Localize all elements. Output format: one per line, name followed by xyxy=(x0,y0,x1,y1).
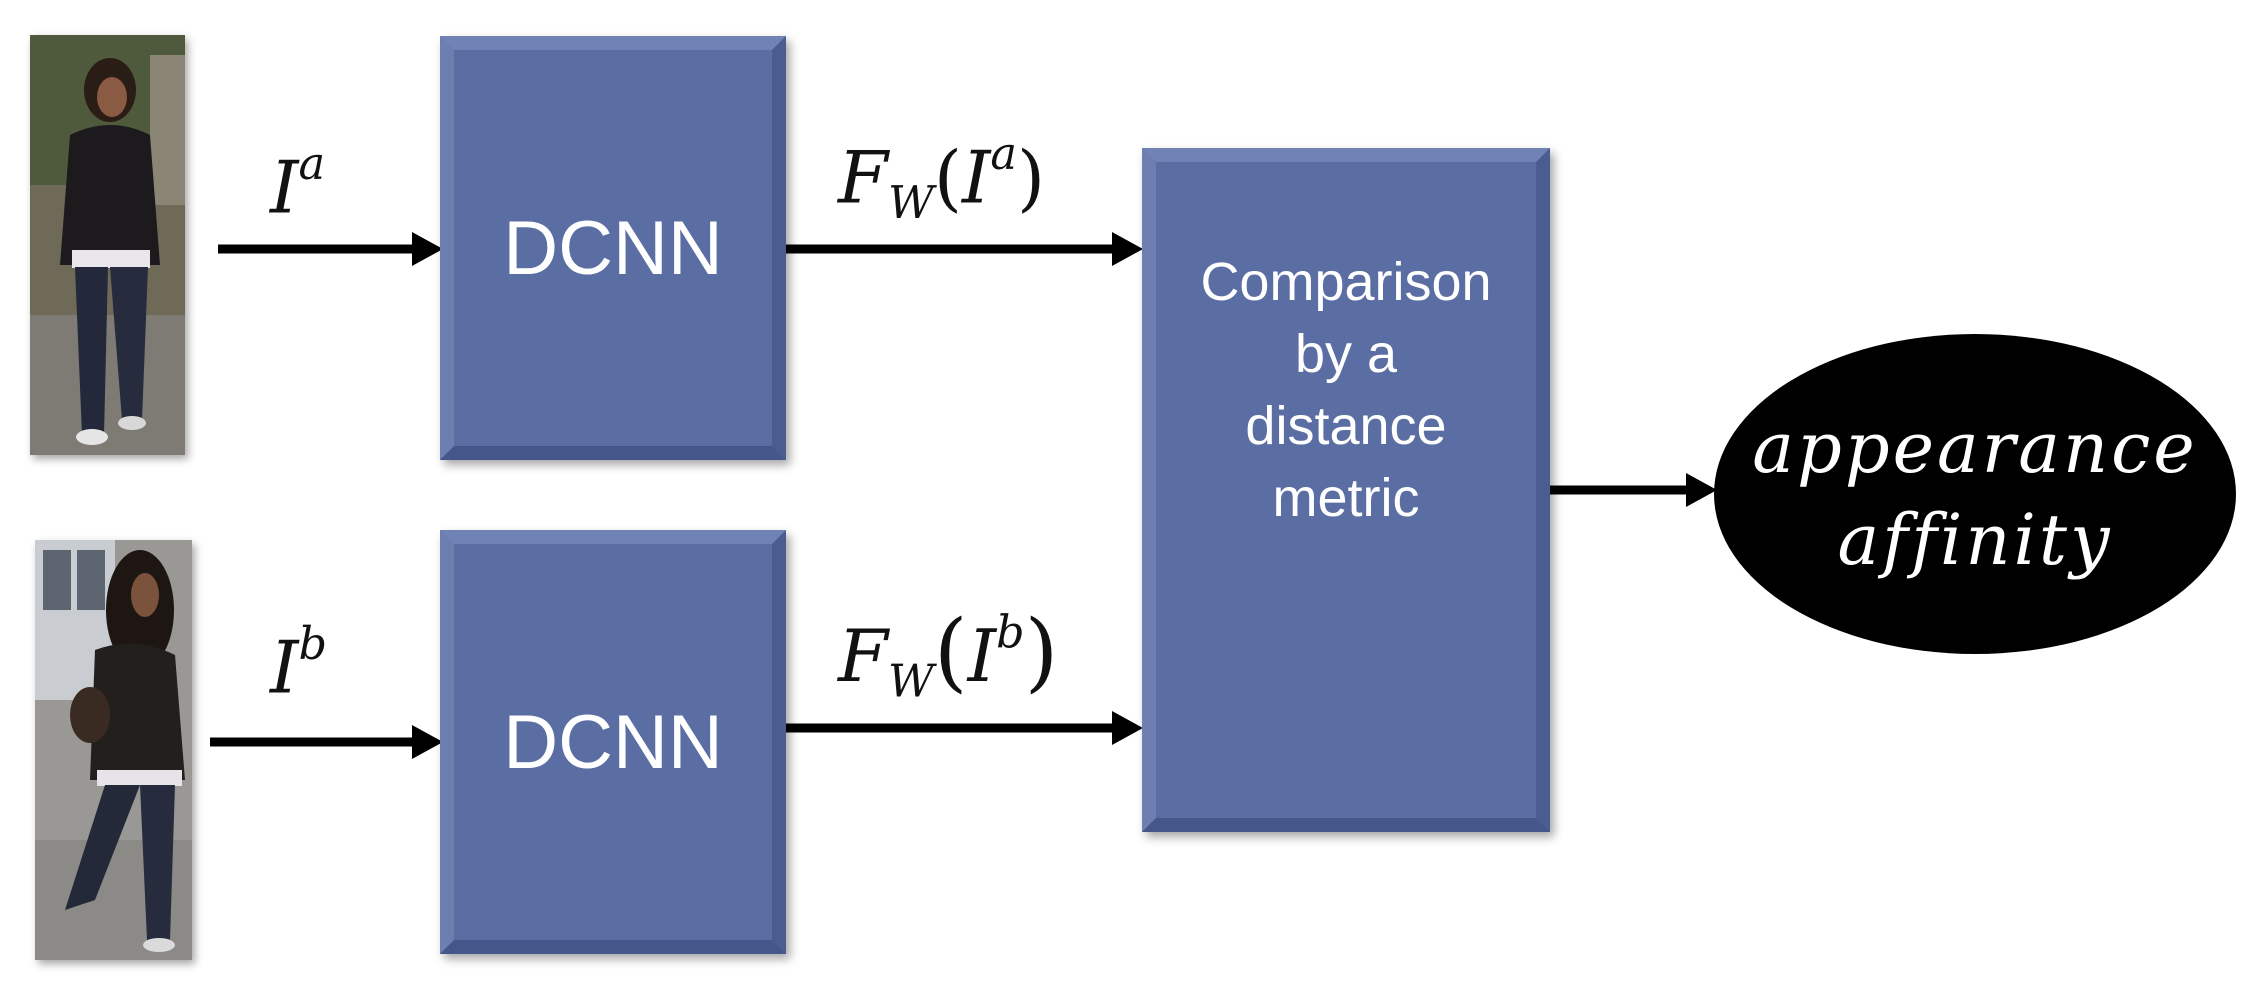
person-image-b xyxy=(35,540,192,960)
dcnn-label-a: DCNN xyxy=(503,205,723,291)
appearance-affinity-output: appearance affinity xyxy=(1714,334,2236,654)
arrowhead-a-in xyxy=(412,232,443,266)
feature-label-b: FW(Ib) xyxy=(838,602,1059,708)
input-label-b: Ib xyxy=(270,618,328,710)
feature-label-a: FW(Ia) xyxy=(838,128,1046,230)
dcnn-block-b: DCNN xyxy=(440,530,786,954)
arrowhead-b-out xyxy=(1112,711,1143,745)
output-line-1: appearance xyxy=(1752,407,2198,489)
output-line-2: affinity xyxy=(1837,499,2113,581)
person-image-a xyxy=(30,35,185,455)
arrowhead-output xyxy=(1686,473,1717,507)
comparison-label: Comparison by a distance metric xyxy=(1200,252,1492,528)
input-label-a: Ia xyxy=(270,138,326,230)
arrowhead-a-out xyxy=(1112,232,1143,266)
arrowhead-b-in xyxy=(412,725,443,759)
dcnn-label-b: DCNN xyxy=(503,699,723,785)
dcnn-block-a: DCNN xyxy=(440,36,786,460)
comparison-block: Comparison by a distance metric xyxy=(1142,148,1550,832)
